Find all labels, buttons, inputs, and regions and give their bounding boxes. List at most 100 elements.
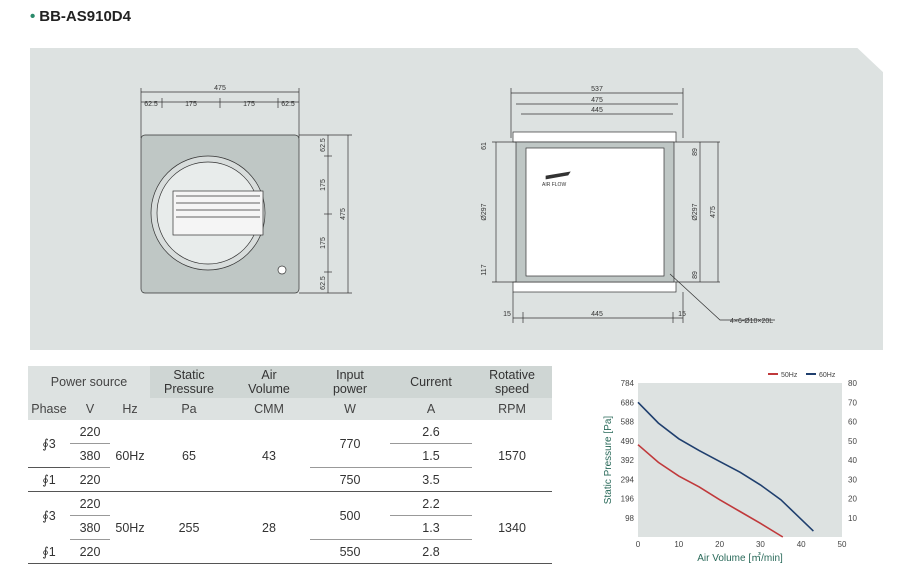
y-tick-label: 784: [621, 379, 635, 388]
dim-label: 175: [243, 101, 255, 108]
unit-hz: Hz: [110, 398, 150, 420]
cell-volume: 43: [228, 420, 310, 492]
table-row: 380 1.3: [28, 515, 552, 540]
y-tick-label: 588: [621, 418, 635, 427]
dim-label: 89: [692, 271, 699, 279]
header-line: speed: [494, 382, 530, 396]
cell-rpm: 1340: [472, 491, 552, 564]
cell-voltage: 220: [70, 467, 110, 492]
header-line: Rotative: [489, 368, 535, 382]
x-tick-label: 0: [636, 540, 641, 549]
cell-power: 770: [310, 420, 390, 468]
dim-label: 175: [320, 237, 327, 249]
dim-label: 537: [591, 86, 603, 93]
table-row: ∮3 220 60Hz 65 43 770 2.6 1570: [28, 420, 552, 492]
dim-label: 15: [503, 311, 511, 318]
unit-a: A: [390, 398, 472, 420]
y2-tick-label: 10: [848, 514, 857, 523]
series-line: [637, 444, 784, 538]
cell-volume: 28: [228, 491, 310, 564]
x-axis-label: Air Volume [㎥/min]: [697, 551, 783, 564]
y2-tick-label: 60: [848, 418, 857, 427]
y-tick-label: 686: [621, 398, 635, 407]
y-tick-label: 98: [625, 514, 634, 523]
y2-tick-label: 70: [848, 398, 857, 407]
x-tick-label: 20: [715, 540, 724, 549]
side-dim-labels: 537 475 445 61 Ø297 117 89 Ø297 89 475 1…: [481, 86, 773, 325]
dim-label: 15: [678, 311, 686, 318]
cell-current: 1.3: [390, 515, 472, 540]
dim-label: 89: [692, 148, 699, 156]
cell-pressure: 65: [150, 420, 228, 492]
y-tick-label: 490: [621, 437, 635, 446]
cell-hz: 60Hz: [110, 420, 150, 492]
unit-v: V: [70, 398, 110, 420]
header-power-source: Power source: [28, 366, 150, 398]
y-tick-label: 392: [621, 456, 635, 465]
cell-voltage: 220: [70, 420, 110, 444]
cell-voltage: 380: [70, 515, 110, 540]
dim-label: 475: [340, 208, 347, 220]
front-dim-labels: 475 62.5 175 175 62.5 62.5 175 175 62.5 …: [144, 85, 347, 290]
y2-tick-label: 40: [848, 456, 857, 465]
dim-label: 445: [591, 311, 603, 318]
x-tick-label: 50: [838, 540, 847, 549]
y-axis-label: Static Pressure [Pa]: [603, 416, 614, 505]
dim-label: 61: [481, 142, 488, 150]
header-line: power: [332, 382, 368, 396]
unit-rpm: RPM: [472, 398, 552, 420]
x-tick-label: 10: [674, 540, 683, 549]
dim-label: 62.5: [144, 101, 158, 108]
plot-area: [638, 383, 842, 537]
cell-current: 3.5: [390, 467, 472, 492]
cell-phase: ∮1: [28, 539, 70, 564]
legend-label: 50Hz: [781, 372, 798, 379]
cell-hz: 50Hz: [110, 491, 150, 564]
front-view: [140, 88, 352, 294]
y2-tick-label: 50: [848, 437, 857, 446]
cell-voltage: 380: [70, 443, 110, 468]
bullet-icon: •: [30, 8, 36, 25]
cell-current: 2.8: [390, 539, 472, 564]
series-line: [637, 401, 814, 532]
cell-current: 2.6: [390, 420, 472, 444]
unit-phase: Phase: [28, 398, 70, 420]
unit-pa: Pa: [150, 398, 228, 420]
performance-chart: 9819629439249058868678410203040506070800…: [603, 372, 857, 564]
y-tick-label: 294: [621, 475, 635, 484]
page-title: •BB-AS910D4: [30, 8, 131, 25]
dim-label: 117: [481, 264, 488, 275]
cell-power: 750: [310, 467, 390, 492]
header-line: Air: [261, 368, 277, 382]
cell-phase: ∮3: [42, 509, 56, 524]
dim-label: 445: [591, 107, 603, 114]
header-line: Input: [336, 368, 364, 382]
dimension-drawing: 475 62.5 175 175 62.5 62.5 175 175 62.5 …: [140, 85, 775, 325]
unit-w: W: [310, 398, 390, 420]
dim-label: Ø297: [481, 203, 488, 220]
cell-power: 500: [310, 491, 390, 540]
dim-label: 62.5: [320, 138, 327, 152]
bolt-spec-label: 4×6-Ø10×20L: [730, 318, 773, 325]
table-row: ∮3 220 50Hz 255 28 500 2.2 1340: [28, 491, 552, 564]
table-row: ∮1 220 750 3.5: [28, 467, 552, 492]
cell-current: 2.2: [390, 491, 472, 516]
y2-tick-label: 80: [848, 379, 857, 388]
cell-rpm: 1570: [472, 420, 552, 492]
dim-label: 62.5: [281, 101, 295, 108]
cell-pressure: 255: [150, 491, 228, 564]
dim-label: 175: [320, 179, 327, 191]
cell-current: 1.5: [390, 443, 472, 468]
y2-tick-label: 30: [848, 475, 857, 484]
cell-voltage: 220: [70, 491, 110, 516]
x-tick-label: 40: [797, 540, 806, 549]
y2-tick-label: 20: [848, 495, 857, 504]
cell-power: 550: [310, 539, 390, 564]
side-view: [492, 88, 775, 323]
cell-voltage: 220: [70, 539, 110, 564]
header-line: Volume: [248, 382, 290, 396]
